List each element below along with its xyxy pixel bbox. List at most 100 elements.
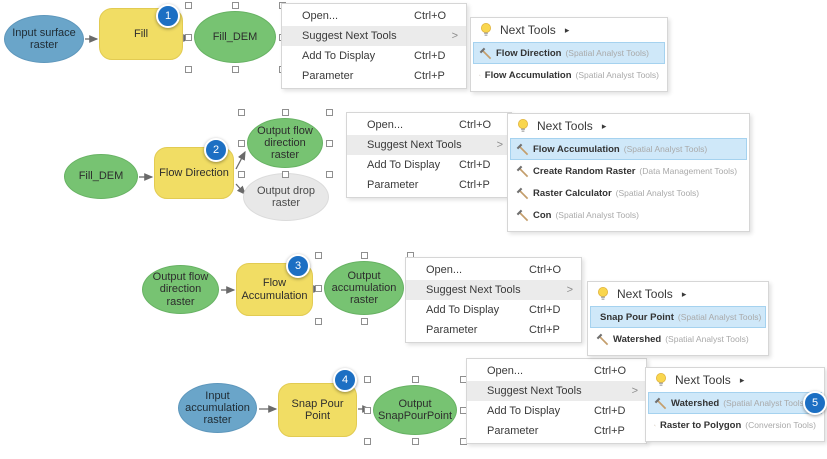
- node-output-flow-direction-raster[interactable]: Output flow direction raster: [142, 265, 219, 314]
- menu-shortcut: Ctrl+P: [594, 425, 625, 437]
- submenu-item-raster-to-polygon[interactable]: Raster to Polygon(Conversion Tools): [648, 414, 822, 436]
- selection-handle[interactable]: [281, 170, 289, 178]
- menu-item-label: Open...: [487, 365, 524, 377]
- next-tools-header[interactable]: Next Tools▸: [588, 282, 768, 306]
- node-flow-accumulation[interactable]: Flow Accumulation: [236, 263, 313, 316]
- next-tools-header[interactable]: Next Tools▸: [508, 114, 749, 138]
- menu-item-add-to-display[interactable]: Add To Display Ctrl+D: [347, 155, 511, 175]
- selection-handle[interactable]: [184, 33, 192, 41]
- node-output-snappourpoint[interactable]: Output SnapPourPoint: [373, 385, 457, 435]
- hammer-icon: [516, 209, 529, 221]
- node-flow-direction[interactable]: Flow Direction: [154, 147, 234, 199]
- menu-item-open[interactable]: Open...Ctrl+O: [347, 115, 511, 135]
- selection-handle[interactable]: [360, 317, 368, 325]
- context-menu: Open... Ctrl+O Suggest Next Tools>Add To D…: [466, 358, 647, 444]
- menu-shortcut: Ctrl+D: [459, 159, 491, 171]
- hammer-icon: [516, 143, 529, 155]
- menu-item-suggest-next-tools[interactable]: Suggest Next Tools>: [282, 26, 466, 46]
- tool-category: (Spatial Analyst Tools): [565, 48, 649, 58]
- tool-name: Flow Accumulation: [484, 69, 572, 81]
- menu-item-open[interactable]: Open... Ctrl+O: [467, 361, 646, 381]
- node-output-drop-raster[interactable]: Output drop raster: [243, 173, 329, 221]
- tool-name: Watershed: [613, 333, 662, 345]
- selection-handle[interactable]: [325, 108, 333, 116]
- menu-item-open[interactable]: Open...Ctrl+O: [282, 6, 466, 26]
- node-input-accumulation-raster[interactable]: Input accumulation raster: [178, 383, 257, 433]
- submenu-item-flow-accumulation[interactable]: Flow Accumulation(Spatial Analyst Tools): [473, 64, 665, 86]
- selection-handle[interactable]: [184, 65, 192, 73]
- menu-item-label: Add To Display: [367, 159, 441, 171]
- submenu-item-create-random-raster[interactable]: Create Random Raster(Data Management Too…: [510, 160, 747, 182]
- menu-item-parameter[interactable]: Parameter Ctrl+P: [282, 66, 466, 86]
- header-arrow-icon: ▸: [564, 24, 570, 35]
- submenu-item-watershed[interactable]: Watershed(Spatial Analyst Tools): [590, 328, 766, 350]
- menu-shortcut: Ctrl+P: [414, 70, 445, 82]
- selection-handle[interactable]: [314, 284, 322, 292]
- node-output-flow-direction-raster[interactable]: Output flow direction raster: [247, 118, 323, 168]
- selection-handle[interactable]: [325, 139, 333, 147]
- menu-item-label: Suggest Next Tools: [302, 30, 397, 42]
- connector-arrow: [235, 150, 246, 170]
- menu-item-suggest-next-tools[interactable]: Suggest Next Tools>: [347, 135, 511, 155]
- selection-handle[interactable]: [314, 317, 322, 325]
- node-output-accumulation-raster[interactable]: Output accumulation raster: [324, 261, 404, 315]
- submenu-item-con[interactable]: Con(Spatial Analyst Tools): [510, 204, 747, 226]
- selection-handle[interactable]: [360, 251, 368, 259]
- selection-handle[interactable]: [411, 375, 419, 383]
- selection-handle[interactable]: [314, 251, 322, 259]
- tool-category: (Spatial Analyst Tools): [665, 334, 749, 344]
- submenu-item-raster-calculator[interactable]: Raster Calculator(Spatial Analyst Tools): [510, 182, 747, 204]
- selection-handle[interactable]: [184, 1, 192, 9]
- selection-handle[interactable]: [281, 108, 289, 116]
- hammer-icon: [654, 424, 656, 426]
- menu-item-label: Add To Display: [302, 50, 376, 62]
- selection-handle[interactable]: [363, 406, 371, 414]
- node-label: Fill_DEM: [78, 170, 124, 183]
- step-badge: 5: [803, 391, 827, 415]
- header-arrow-icon: ▸: [739, 374, 745, 385]
- step-badge: 2: [204, 138, 228, 162]
- node-fill-dem[interactable]: Fill_DEM: [64, 154, 138, 199]
- selection-handle[interactable]: [237, 170, 245, 178]
- selection-handle[interactable]: [363, 375, 371, 383]
- node-input-surface-raster[interactable]: Input surface raster: [4, 15, 84, 63]
- tool-name: Flow Direction: [496, 47, 562, 59]
- submenu-item-flow-direction[interactable]: Flow Direction(Spatial Analyst Tools): [473, 42, 665, 64]
- next-tools-title: Next Tools: [537, 119, 593, 133]
- selection-handle[interactable]: [325, 170, 333, 178]
- next-tools-title: Next Tools: [500, 23, 556, 37]
- menu-item-suggest-next-tools[interactable]: Suggest Next Tools>: [406, 280, 581, 300]
- selection-handle[interactable]: [231, 1, 239, 9]
- menu-item-suggest-next-tools[interactable]: Suggest Next Tools>: [467, 381, 646, 401]
- tool-name: Snap Pour Point: [600, 311, 674, 323]
- hammer-icon: [516, 187, 529, 199]
- next-tools-header[interactable]: Next Tools▸: [646, 368, 824, 392]
- selection-handle[interactable]: [231, 65, 239, 73]
- node-label: Output flow direction raster: [152, 271, 209, 308]
- menu-shortcut: Ctrl+O: [594, 365, 627, 377]
- selection-handle[interactable]: [237, 108, 245, 116]
- selection-handle[interactable]: [411, 437, 419, 445]
- submenu-item-snap-pour-point[interactable]: Snap Pour Point(Spatial Analyst Tools): [590, 306, 766, 328]
- node-fill-dem[interactable]: Fill_DEM: [194, 11, 276, 63]
- node-snap-pour-point[interactable]: Snap Pour Point: [278, 383, 357, 437]
- menu-item-label: Parameter: [302, 70, 354, 82]
- next-tools-header[interactable]: Next Tools ▸: [471, 18, 667, 42]
- selection-handle[interactable]: [237, 139, 245, 147]
- menu-item-label: Open...: [367, 119, 404, 131]
- menu-item-open[interactable]: Open...Ctrl+O: [406, 260, 581, 280]
- menu-item-label: Suggest Next Tools: [487, 385, 582, 397]
- submenu-item-flow-accumulation[interactable]: Flow Accumulation(Spatial Analyst Tools): [510, 138, 747, 160]
- submenu-item-watershed[interactable]: Watershed(Spatial Analyst Tools): [648, 392, 822, 414]
- selection-handle[interactable]: [363, 437, 371, 445]
- tool-category: (Spatial Analyst Tools): [615, 188, 700, 198]
